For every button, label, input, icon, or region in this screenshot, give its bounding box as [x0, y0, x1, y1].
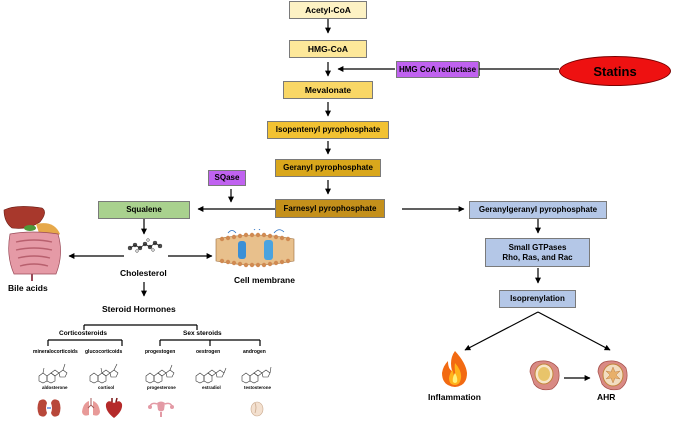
hmg-coa-reductase-box: HMG CoA reductase [396, 61, 479, 78]
cholesterol-label: Cholesterol [120, 268, 167, 278]
geranylgeranyl-box: Geranylgeranyl pyrophosphate [469, 201, 607, 219]
isopentenyl-label: Isopentenyl pyrophosphate [275, 125, 381, 134]
aldosterone-structure-icon [38, 363, 68, 384]
androgen-label: androgen [243, 349, 266, 355]
aldosterone-label: aldosterone [42, 385, 68, 390]
progesterone-structure-icon [145, 364, 175, 384]
glucocorticoids-label: glucocorticoids [85, 349, 123, 355]
small-gtpases-label: Small GTPases [508, 242, 567, 252]
kidney-icon [37, 399, 61, 417]
sex-steroids-label: Sex steroids [183, 330, 222, 337]
airway-icon [529, 360, 560, 391]
ahr-label: AHR [597, 392, 616, 402]
squalene-box: Squalene [98, 201, 190, 219]
estradiol-label: estradiol [202, 385, 221, 390]
lungs-icon [82, 398, 100, 416]
small-gtpases-box: Small GTPases Rho, Ras, and Rac [485, 238, 590, 267]
progestogen-label: progestogen [145, 349, 176, 355]
cell-membrane-label: Cell membrane [234, 275, 295, 285]
sqase-box: SQase [208, 170, 246, 186]
arrow-isoprenylation-to-inflammation [464, 311, 539, 351]
cortisol-structure-icon [89, 363, 119, 384]
cholesterol-molecule-icon [127, 238, 163, 253]
isoprenylation-box: Isoprenylation [499, 290, 576, 308]
heart-icon [105, 397, 123, 418]
fire-icon [442, 351, 467, 387]
acetyl-coa-box: Acetyl-CoA [289, 1, 367, 19]
steroid-hormones-label: Steroid Hormones [102, 304, 176, 314]
hmg-coa-label: HMG-CoA [307, 44, 349, 54]
isoprenylation-label: Isoprenylation [510, 294, 565, 303]
testis-icon [250, 401, 264, 417]
bile-acids-label: Bile acids [8, 283, 48, 293]
testosterone-structure-icon [241, 366, 272, 384]
testosterone-label: testosterone [244, 385, 272, 390]
mevalonate-box: Mevalonate [283, 81, 373, 99]
mevalonate-label: Mevalonate [304, 85, 352, 95]
sqase-label: SQase [214, 173, 240, 182]
acetyl-coa-label: Acetyl-CoA [305, 5, 351, 15]
estradiol-structure-icon [195, 367, 227, 384]
mineralocorticoids-label: mineralocorticoids [33, 349, 78, 355]
geranyl-label: Geranyl pyrophosphate [283, 163, 373, 172]
arrow-isoprenylation-to-ahr [537, 311, 611, 351]
squalene-label: Squalene [126, 205, 162, 214]
geranylgeranyl-label: Geranylgeranyl pyrophosphate [478, 205, 598, 214]
cortisol-label: cortisol [98, 385, 115, 390]
rho-ras-rac-label: Rho, Ras, and Rac [502, 252, 573, 262]
farnesyl-label: Farnesyl pyrophosphate [283, 203, 377, 213]
progesterone-label: progesterone [147, 385, 176, 390]
farnesyl-box: Farnesyl pyrophosphate [275, 199, 385, 218]
corticosteroids-label: Corticosteroids [59, 330, 108, 337]
geranyl-box: Geranyl pyrophosphate [275, 159, 381, 177]
liver-intestine-icon [3, 206, 61, 281]
isopentenyl-box: Isopentenyl pyrophosphate [267, 121, 389, 139]
statins-ellipse: Statins [559, 56, 671, 86]
hmg-coa-reductase-label: HMG CoA reductase [398, 64, 477, 74]
oestrogen-label: oestrogen [196, 349, 221, 355]
constricted-airway-icon [597, 360, 628, 391]
hmg-coa-box: HMG-CoA [289, 40, 367, 58]
membrane-icon [215, 229, 295, 268]
statins-label: Statins [593, 63, 637, 79]
inflammation-label: Inflammation [428, 392, 481, 402]
uterus-icon [148, 401, 174, 417]
